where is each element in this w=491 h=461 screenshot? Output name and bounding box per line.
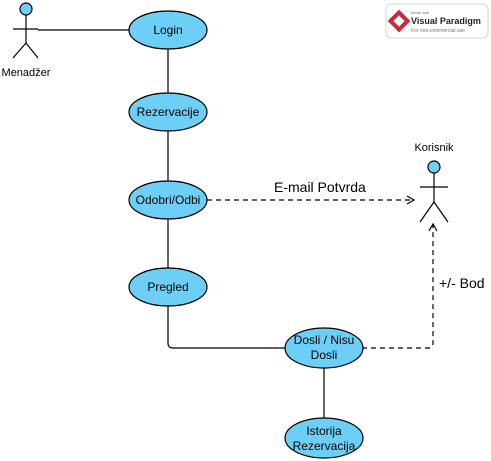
use-case-istorija-rezervacija[interactable]: Istorija Rezervacija	[284, 417, 364, 459]
use-case-ellipse	[128, 10, 208, 50]
assoc-pregled-dosli	[167, 305, 287, 349]
use-case-label-line1: Dosli / Nisu	[294, 333, 355, 347]
use-case-ellipse	[128, 180, 208, 220]
actor-manager[interactable]: Menadžer	[2, 2, 51, 79]
use-case-label-line2: Dosli	[311, 348, 338, 362]
use-case-label: Pregled	[147, 280, 188, 294]
use-case-dosli-nisu-dosli[interactable]: Dosli / Nisu Dosli	[284, 327, 364, 369]
watermark-frame	[385, 3, 489, 39]
use-case-label: Login	[153, 23, 182, 37]
use-case-label-line1: Istorija	[306, 424, 342, 438]
use-case-label-line2: Rezervacija	[293, 439, 356, 453]
use-case-label: Rezervacije	[137, 105, 200, 119]
use-case-label: Odobri/Odbi	[136, 193, 201, 207]
watermark-made-with: Made with	[411, 10, 429, 15]
use-case-ellipse	[128, 92, 208, 132]
use-case-login[interactable]: Login	[128, 10, 208, 50]
actor-manager-label: Menadžer	[2, 67, 51, 79]
use-case-ellipse	[284, 417, 364, 459]
use-case-odobri-odbi[interactable]: Odobri/Odbi	[128, 180, 208, 220]
dependency-bod	[362, 222, 438, 349]
stick-figure-icon	[12, 2, 39, 59]
use-case-ellipse	[128, 267, 208, 307]
actor-user[interactable]: Korisnik	[414, 142, 454, 223]
stick-figure-icon	[419, 160, 449, 223]
edge-label-email: E-mail Potvrda	[274, 179, 366, 195]
use-case-rezervacije[interactable]: Rezervacije	[128, 92, 208, 132]
actor-user-label: Korisnik	[414, 142, 454, 154]
use-case-ellipse	[284, 327, 364, 369]
watermark-note: For non-commercial use	[411, 28, 465, 34]
visual-paradigm-watermark: Made with Visual Paradigm For non-commer…	[385, 3, 489, 39]
use-case-pregled[interactable]: Pregled	[128, 267, 208, 307]
edge-label-points: +/- Bod	[439, 275, 485, 291]
watermark-brand: Visual Paradigm	[411, 16, 481, 26]
